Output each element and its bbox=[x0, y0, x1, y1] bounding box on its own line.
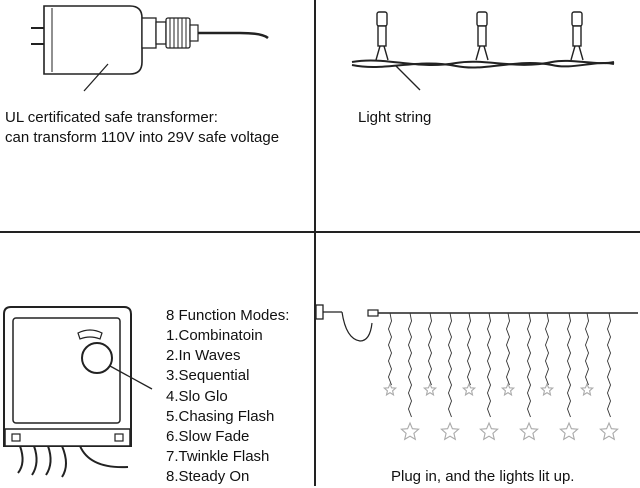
light-drop-strand bbox=[585, 312, 589, 386]
modes-list: 1.Combinatoin 2.In Waves 3.Sequential 4.… bbox=[166, 326, 274, 488]
star-icon bbox=[500, 382, 516, 397]
light-drop-strand bbox=[487, 312, 491, 418]
divider-horizontal bbox=[0, 231, 640, 233]
star-icon bbox=[579, 382, 595, 397]
mode-item: 5.Chasing Flash bbox=[166, 407, 275, 425]
star-icon bbox=[440, 421, 460, 441]
star-icon bbox=[382, 382, 398, 397]
star-icon bbox=[559, 421, 579, 441]
light-drop-strand bbox=[428, 312, 432, 386]
star-icon bbox=[400, 421, 420, 441]
light-drop-strand bbox=[506, 312, 510, 386]
mode-item: 3.Sequential bbox=[166, 367, 250, 385]
light-string-illustration bbox=[351, 11, 615, 91]
light-drop-strand bbox=[467, 312, 471, 386]
mode-item: 6.Slow Fade bbox=[166, 428, 250, 446]
transformer-caption-line1: UL certificated safe transformer: bbox=[5, 109, 218, 126]
light-drop-strand bbox=[388, 312, 392, 386]
controller-illustration bbox=[3, 306, 153, 478]
star-icon bbox=[461, 382, 477, 397]
star-icon bbox=[599, 421, 619, 441]
transformer-caption-line2: can transform 110V into 29V safe voltage bbox=[5, 129, 280, 146]
modes-header: 8 Function Modes: bbox=[166, 307, 290, 324]
light-string-caption: Light string bbox=[358, 109, 432, 126]
star-icon bbox=[539, 382, 555, 397]
light-drop-strand bbox=[527, 312, 531, 418]
mode-item: 2.In Waves bbox=[166, 347, 241, 365]
star-icon bbox=[422, 382, 438, 397]
light-drop-strand bbox=[408, 312, 412, 418]
mode-item: 1.Combinatoin bbox=[166, 327, 263, 344]
star-curtain-illustration bbox=[315, 304, 638, 441]
light-drop-strand bbox=[448, 312, 452, 418]
mode-item: 4.Slo Glo bbox=[166, 387, 228, 405]
mode-item: 8.Steady On bbox=[166, 468, 250, 486]
star-icon bbox=[519, 421, 539, 441]
light-drop-strand bbox=[607, 312, 611, 418]
mode-item: 7.Twinkle Flash bbox=[166, 448, 270, 466]
light-drop-strand bbox=[567, 312, 571, 418]
star-icon bbox=[479, 421, 499, 441]
divider-vertical bbox=[314, 0, 316, 486]
light-drop-strand bbox=[545, 312, 549, 386]
transformer-illustration bbox=[31, 5, 269, 92]
curtain-caption: Plug in, and the lights lit up. bbox=[391, 468, 575, 485]
